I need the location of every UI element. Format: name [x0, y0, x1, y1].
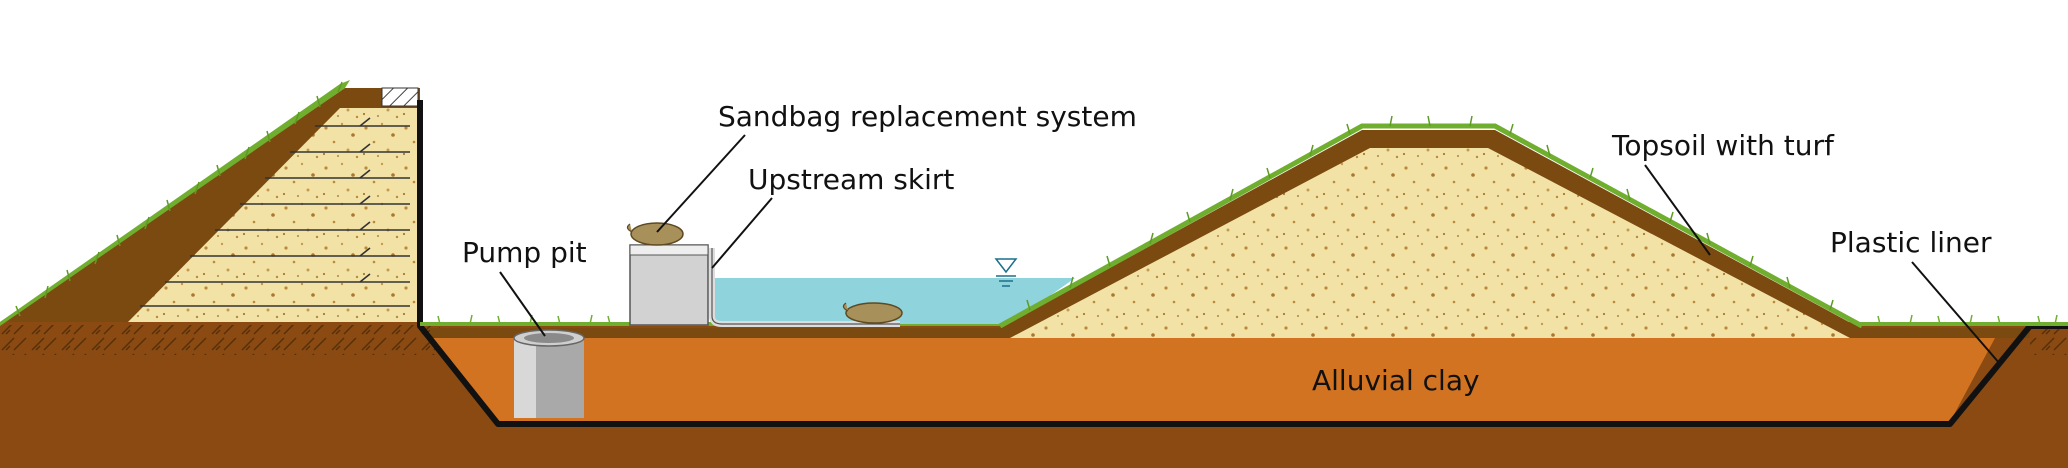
- sandbag-replacement-box: [629, 244, 709, 326]
- surface-hatch: [0, 325, 440, 355]
- label-plastic-liner: Plastic liner: [1830, 226, 1992, 259]
- right-dike-sand-core: [1010, 148, 1850, 338]
- sandbag-in-water: [842, 302, 903, 324]
- label-alluvial-clay: Alluvial clay: [1312, 364, 1480, 397]
- leader-sandbag-system: [656, 134, 746, 233]
- surface-hatch-right: [2030, 325, 2068, 355]
- alluvial-clay-layer: [430, 338, 1995, 422]
- label-pump-pit: Pump pit: [462, 236, 587, 269]
- pump-pit: [513, 329, 585, 418]
- right-dike-grass-blades: [1026, 115, 1834, 311]
- label-topsoil-with-turf: Topsoil with turf: [1611, 129, 1835, 162]
- right-dike-grass: [998, 123, 1864, 329]
- leader-topsoil: [1644, 164, 1711, 256]
- label-sandbag-replacement-system: Sandbag replacement system: [718, 100, 1137, 133]
- label-upstream-skirt: Upstream skirt: [748, 163, 954, 196]
- left-dike-grass: [0, 80, 350, 326]
- wall-cap-block: [381, 87, 419, 107]
- sandbag-on-box: [626, 222, 684, 246]
- left-dike-sand-core: [128, 108, 418, 322]
- left-dike-grass-blades: [15, 81, 343, 317]
- water-body: [715, 278, 1075, 324]
- geogrid-layers: [140, 117, 410, 307]
- water-level-icon: [994, 258, 1018, 287]
- leader-plastic-liner: [1911, 261, 2001, 365]
- ground-grass-blades: [437, 314, 2058, 325]
- leader-pump-pit: [499, 271, 546, 337]
- upstream-skirt-edge: [711, 248, 900, 325]
- leader-upstream-skirt: [711, 197, 773, 269]
